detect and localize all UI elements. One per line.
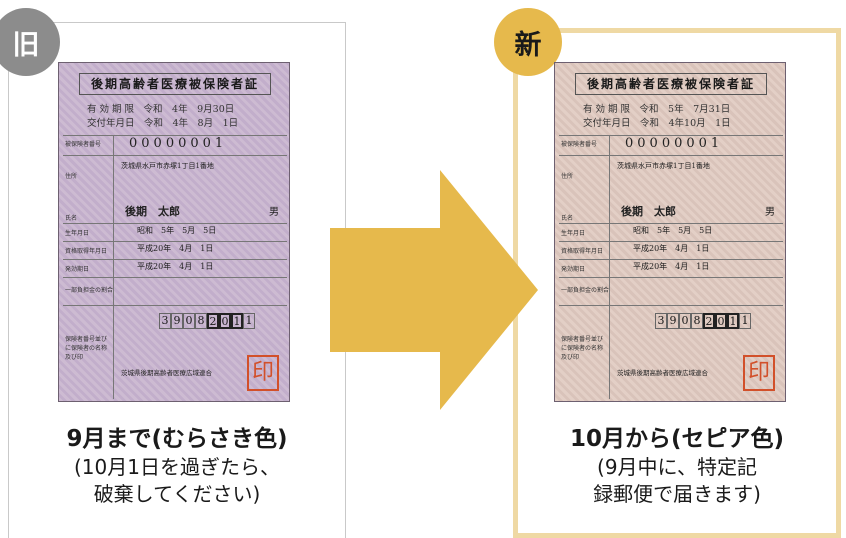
insured-sex: 男: [765, 207, 775, 218]
new-badge: 新: [494, 8, 562, 76]
address: 茨城県水戸市赤塚1丁目1番地: [617, 162, 710, 170]
card-valid-period: 有 効 期 限 令和 4年 9月30日: [87, 104, 235, 115]
insurer-digit: 8: [195, 313, 207, 329]
insurer-digit: 1: [243, 313, 255, 329]
insured-number: 00000001: [129, 136, 228, 151]
insurer-digit: 0: [679, 313, 691, 329]
insurer-digit: 1: [231, 313, 243, 329]
new-insurance-card-image: 後期高齢者医療被保険者証 有 効 期 限 令和 5年 7月31日 交付年月日 令…: [554, 62, 786, 402]
address: 茨城県水戸市赤塚1丁目1番地: [121, 162, 214, 170]
label-qualified: 資格取得年月日: [65, 248, 108, 255]
insured-name: 後期 太郎: [125, 205, 180, 218]
old-insurance-card-image: 後期高齢者医療被保険者証 有 効 期 限 令和 4年 9月30日 交付年月日 令…: [58, 62, 290, 402]
seal-stamp: 印: [247, 355, 279, 391]
insurer-digit: 9: [171, 313, 183, 329]
label-insured-number: 被保険者番号: [561, 141, 598, 148]
label-address: 住所: [561, 173, 574, 180]
old-caption-heading: 9月まで(むらさき色): [66, 426, 288, 452]
arrow-shape: [330, 170, 538, 410]
insured-sex: 男: [269, 207, 279, 218]
old-caption-line2: 破棄してください): [93, 482, 261, 506]
new-caption-line1: (9月中に、特定記: [597, 455, 757, 479]
insurer-digit: 1: [727, 313, 739, 329]
insured-name: 後期 太郎: [621, 205, 676, 218]
insurer-digit: 3: [159, 313, 171, 329]
card-issue-date: 交付年月日 令和 4年10月 1日: [583, 118, 731, 129]
effective-date: 平成20年 4月 1日: [137, 262, 214, 271]
insurer-digit: 0: [715, 313, 727, 329]
old-caption: 9月まで(むらさき色) (10月1日を過ぎたら、 破棄してください): [8, 424, 346, 508]
qualified-date: 平成20年 4月 1日: [633, 244, 710, 253]
insurer-digit: 2: [207, 313, 219, 329]
label-insurer: 保険者番号並びに保険者の名称及び印: [561, 336, 604, 361]
insurer-digit: 2: [703, 313, 715, 329]
effective-date: 平成20年 4月 1日: [633, 262, 710, 271]
card-valid-period: 有 効 期 限 令和 5年 7月31日: [583, 104, 731, 115]
new-caption-heading: 10月から(セピア色): [569, 426, 785, 452]
seal-stamp: 印: [743, 355, 775, 391]
insurer-digit: 0: [219, 313, 231, 329]
right-arrow-icon: [330, 170, 538, 410]
label-qualified: 資格取得年月日: [561, 248, 604, 255]
card-issue-date: 交付年月日 令和 4年 8月 1日: [87, 118, 239, 129]
insurer-name: 茨城県後期高齢者医療広域連合: [121, 369, 212, 377]
insurer-digit: 8: [691, 313, 703, 329]
label-name: 氏名: [65, 215, 78, 222]
new-caption-line2: 録郵便で届きます): [593, 482, 761, 506]
insurer-digit: 1: [739, 313, 751, 329]
birth-date: 昭和 5年 5月 5日: [633, 226, 713, 235]
label-burden: 一部負担金の割合: [561, 287, 610, 294]
label-insurer: 保険者番号並びに保険者の名称及び印: [65, 336, 108, 361]
label-name: 氏名: [561, 215, 574, 222]
card-title: 後期高齢者医療被保険者証: [79, 73, 271, 95]
insurer-digit: 0: [183, 313, 195, 329]
insurer-digit: 9: [667, 313, 679, 329]
label-insured-number: 被保険者番号: [65, 141, 102, 148]
card-title: 後期高齢者医療被保険者証: [575, 73, 767, 95]
birth-date: 昭和 5年 5月 5日: [137, 226, 217, 235]
insurer-digit: 3: [655, 313, 667, 329]
new-caption: 10月から(セピア色) (9月中に、特定記 録郵便で届きます): [513, 424, 841, 508]
label-effective: 発効期日: [65, 266, 90, 273]
label-burden: 一部負担金の割合: [65, 287, 114, 294]
label-address: 住所: [65, 173, 78, 180]
qualified-date: 平成20年 4月 1日: [137, 244, 214, 253]
label-effective: 発効期日: [561, 266, 586, 273]
old-caption-line1: (10月1日を過ぎたら、: [74, 455, 280, 479]
old-badge: 旧: [0, 8, 60, 76]
label-birth: 生年月日: [65, 230, 90, 237]
insurer-name: 茨城県後期高齢者医療広域連合: [617, 369, 708, 377]
label-birth: 生年月日: [561, 230, 586, 237]
insured-number: 00000001: [625, 136, 724, 151]
